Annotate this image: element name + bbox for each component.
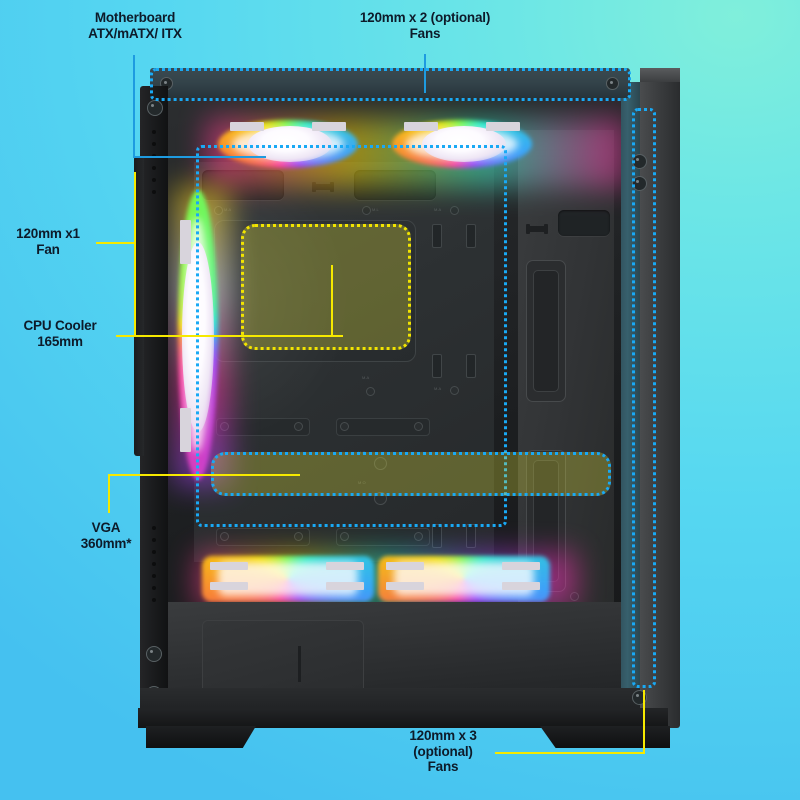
leader-motherboard-vertical	[133, 55, 135, 157]
label-side-fans: 120mm x 3 (optional) Fans	[409, 728, 477, 774]
leader-motherboard-horizontal	[133, 156, 266, 158]
top-fan-right	[392, 120, 532, 172]
psu-shroud-plate	[202, 620, 364, 700]
highlight-cpu-cooler-zone	[241, 224, 411, 350]
label-top-fans: 120mm x 2 (optional) Fans	[359, 10, 491, 41]
bottom-fan-left	[202, 556, 374, 604]
leader-cpu-cooler-vertical	[331, 265, 333, 337]
leader-vga-vertical	[108, 474, 110, 513]
case-foot-left	[146, 726, 256, 748]
leader-cpu-cooler-horizontal	[116, 335, 343, 337]
case-foot-right	[540, 726, 670, 748]
case-front-lip	[134, 156, 144, 456]
case-front-frame	[140, 86, 168, 726]
bottom-fan-right	[378, 556, 550, 604]
top-fan-left	[218, 120, 358, 172]
case-right-side-shell	[640, 68, 680, 728]
leader-vga-horizontal	[108, 474, 300, 476]
label-rear-fan: 120mm x1 Fan	[16, 226, 80, 257]
case-right-shell-top-bevel	[640, 68, 680, 82]
leader-side-fans-vertical	[643, 690, 645, 754]
top-fan-mount-rail	[150, 68, 630, 98]
highlight-side-fan-mount	[632, 108, 656, 688]
leader-rear-fan-horizontal	[96, 242, 136, 244]
label-motherboard: Motherboard ATX/mATX/ ITX	[88, 10, 182, 41]
highlight-top-fan-mount	[150, 68, 631, 101]
label-vga: VGA 360mm*	[80, 520, 132, 551]
leader-side-fans-horizontal	[495, 752, 645, 754]
label-cpu-cooler: CPU Cooler 165mm	[23, 318, 97, 349]
leader-top-fans-vertical	[424, 54, 426, 93]
pc-case-illustration: M.A M.L M.A M.A M.A	[134, 68, 680, 748]
leader-rear-fan-vertical	[134, 172, 136, 337]
case-base-bar	[138, 708, 668, 728]
